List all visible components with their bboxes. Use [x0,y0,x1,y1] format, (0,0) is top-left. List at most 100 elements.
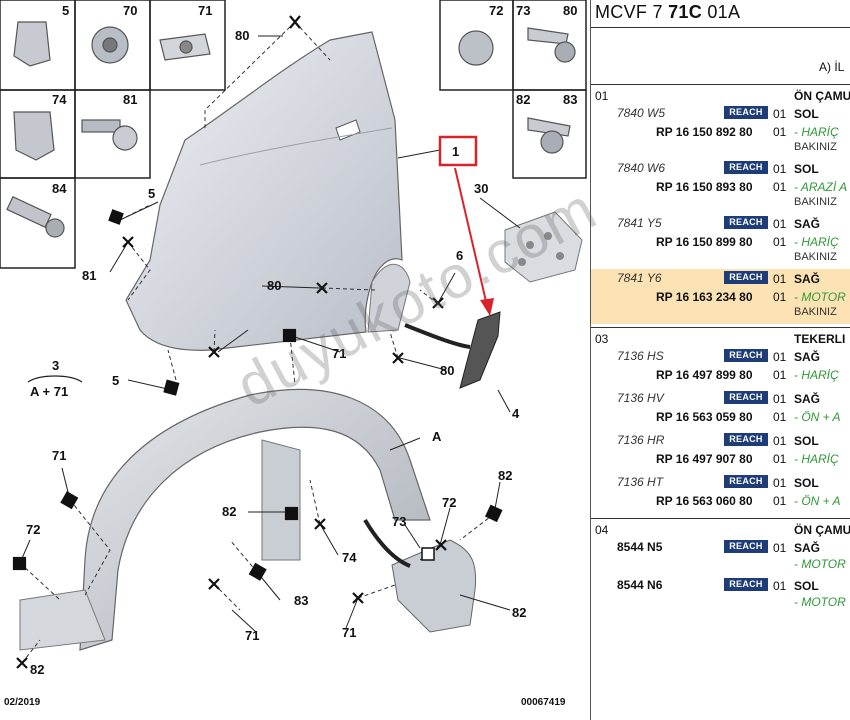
reach-badge[interactable]: REACH [724,349,768,362]
part-number: RP 16 497 907 80 [656,452,753,466]
callout-number: 6 [456,248,463,263]
quantity-secondary: 01 [773,494,787,508]
group-title: ÖN ÇAMU [794,523,850,537]
ref-suffix: 01A [702,2,741,22]
quantity: 01 [773,434,787,448]
clip-bag-illustration [504,211,583,283]
callout-number: 4 [512,406,520,421]
reach-badge[interactable]: REACH [724,271,768,284]
fitment-note: - HARİÇ [794,235,839,249]
column-rule [591,84,850,85]
fastener-icons-right [458,27,576,154]
callout-number: 74 [342,550,357,565]
callout-number: 83 [294,593,308,608]
callout-number: 80 [267,278,281,293]
side-label: SAĞ [794,272,821,286]
fitment-note: - ÖN + A [794,410,841,424]
fitment-note: - ÖN + A [794,494,841,508]
reach-badge[interactable]: REACH [724,578,768,591]
callout-number: 84 [52,181,67,196]
group-number: 04 [595,523,609,537]
callout-number: 83 [563,92,577,107]
front-fender-illustration [125,31,411,351]
callout-number: 82 [222,504,236,519]
reach-badge[interactable]: REACH [724,475,768,488]
callout-number: 74 [52,92,67,107]
side-label: SAĞ [794,217,821,231]
highlight-arrow [454,167,494,316]
callout-number: 71 [342,625,356,640]
callout-number: 82 [516,92,530,107]
callout-number: 30 [474,181,488,196]
callout-number: 1 [452,144,459,159]
seal-strip-lower-illustration [363,518,411,568]
quantity: 01 [773,350,787,364]
reach-badge[interactable]: REACH [724,433,768,446]
callout-number: 82 [498,468,512,483]
quantity-secondary: 01 [773,452,787,466]
side-label: SAĞ [794,392,821,406]
highlight-callout-box [438,135,478,167]
fitment-note: - HARİÇ [794,125,839,139]
part-number: RP 16 150 893 80 [656,180,753,194]
side-label: SOL [794,107,819,121]
diagram-date: 02/2019 [4,697,41,708]
diagram-code: 00067419 [521,697,566,708]
side-label: SAĞ [794,541,821,555]
quantity: 01 [773,476,787,490]
callout-number: A + 71 [30,384,68,399]
see-also-note: BAKINIZ [794,306,837,318]
quantity: 01 [773,272,787,286]
part-code: 7136 HT [617,475,664,489]
catalog-reference-header: MCVF 7 71C 01A [595,2,740,23]
part-number: RP 16 563 060 80 [656,494,753,508]
fitment-note: - HARİÇ [794,368,839,382]
quantity: 01 [773,579,787,593]
quantity-secondary: 01 [773,235,787,249]
part-number: RP 16 563 059 80 [656,410,753,424]
fitment-note: - MOTOR [794,557,846,571]
fastener-grid-left [0,0,226,269]
seal-strip-illustration [404,323,471,349]
part-code: 7840 W6 [617,161,666,175]
header-rule [591,27,850,28]
part-code: 7841 Y5 [617,216,662,230]
column-heading: A) İL [819,60,845,74]
callout-number: 71 [198,3,212,18]
mud-flap-illustration [391,539,477,633]
group-rule [591,327,850,328]
reach-badge[interactable]: REACH [724,391,768,404]
quantity: 01 [773,162,787,176]
reach-badge[interactable]: REACH [724,216,768,229]
quantity: 01 [773,217,787,231]
quantity-secondary: 01 [773,368,787,382]
reach-badge[interactable]: REACH [724,161,768,174]
fitment-note: - HARİÇ [794,452,839,466]
callout-number: 82 [512,605,526,620]
quantity-secondary: 01 [773,410,787,424]
quantity: 01 [773,107,787,121]
part-code: 7136 HR [617,433,665,447]
callout-number: A [432,429,442,444]
callout-number: 70 [123,3,137,18]
callout-number: 5 [112,373,119,388]
reach-badge[interactable]: REACH [724,106,768,119]
see-also-note: BAKINIZ [794,196,837,208]
part-number: RP 16 497 899 80 [656,368,753,382]
wheel-arch-liner-illustration [19,388,431,651]
fitment-note: - ARAZİ A [794,180,848,194]
reach-badge[interactable]: REACH [724,540,768,553]
callout-leader-lines [19,35,521,633]
part-code: 7841 Y6 [617,271,662,285]
